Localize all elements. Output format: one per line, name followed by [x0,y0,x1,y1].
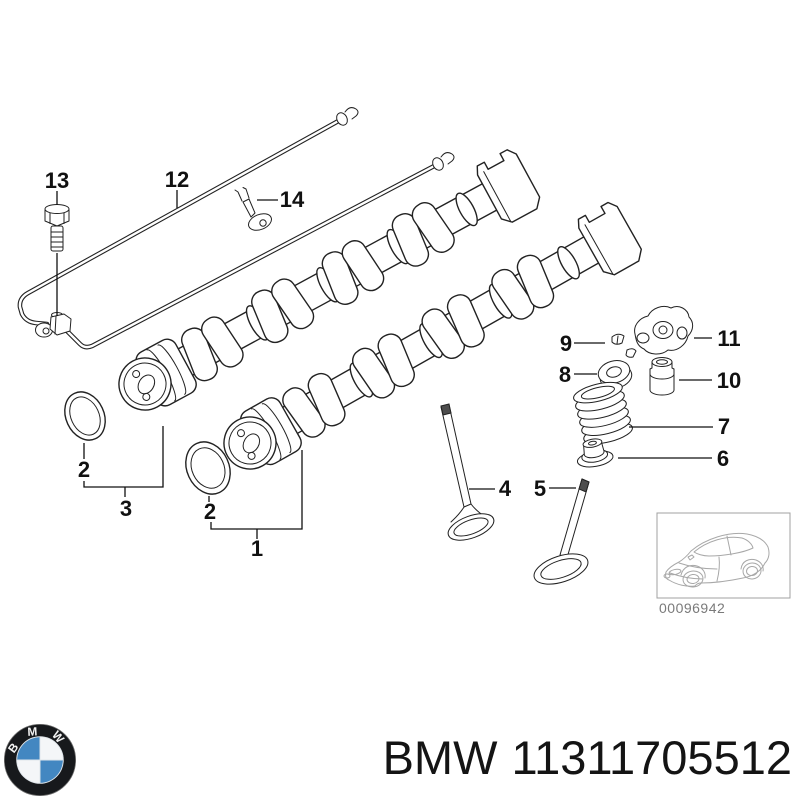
camshaft-exhaust [118,149,541,411]
pipe-end-fitting [336,112,348,126]
callout-4: 4 [499,476,512,501]
valve-keepers [611,333,637,358]
callout-11: 11 [717,326,740,351]
oil-spray-pipe [17,107,455,350]
valve-spring [573,381,633,445]
rocker-arm [634,305,694,355]
seal-ring-a [64,391,106,441]
callout-10: 10 [717,368,741,393]
callout-2a: 2 [78,457,90,482]
retaining-clip [234,187,272,231]
callout-12: 12 [165,167,189,192]
bmw-quadrant-bottom-left [17,760,40,783]
leader-lines [56,190,713,539]
callout-2b: 2 [204,499,216,524]
callout-14: 14 [280,187,305,212]
part-number: 11311705512 [511,731,792,784]
hydraulic-lifter [649,357,675,396]
banjo-fitting [35,312,72,338]
callout-7: 7 [718,414,730,439]
bmw-quadrant-top-right [40,737,63,760]
thumbnail-code: 00096942 [659,600,725,616]
valve-stem-seal [576,438,614,468]
bmw-quadrant-divider [17,737,63,783]
callout-1: 1 [251,536,263,561]
banjo-bolt [44,204,70,252]
callout-13: 13 [45,168,69,193]
seal-ring-b [185,441,231,495]
car-sketch [663,532,770,588]
callout-9: 9 [560,331,572,356]
callout-8: 8 [559,362,571,387]
camshaft-intake [223,201,642,470]
intake-valve [533,478,590,585]
brand-text: BMW [382,731,498,784]
bmw-quadrant-top-left [17,737,40,760]
exploded-parts-diagram: 13 12 14 9 8 11 10 7 6 4 5 2 3 2 1 [17,107,791,616]
bmw-quadrant-bottom-right [40,760,63,783]
callout-5: 5 [534,476,546,501]
bmw-logo: BMW [3,724,77,797]
pipe-end-fitting [432,157,444,171]
car-thumbnail: 00096942 [656,512,791,616]
exhaust-valve [440,403,495,541]
callout-6: 6 [717,446,729,471]
callout-3: 3 [120,496,132,521]
